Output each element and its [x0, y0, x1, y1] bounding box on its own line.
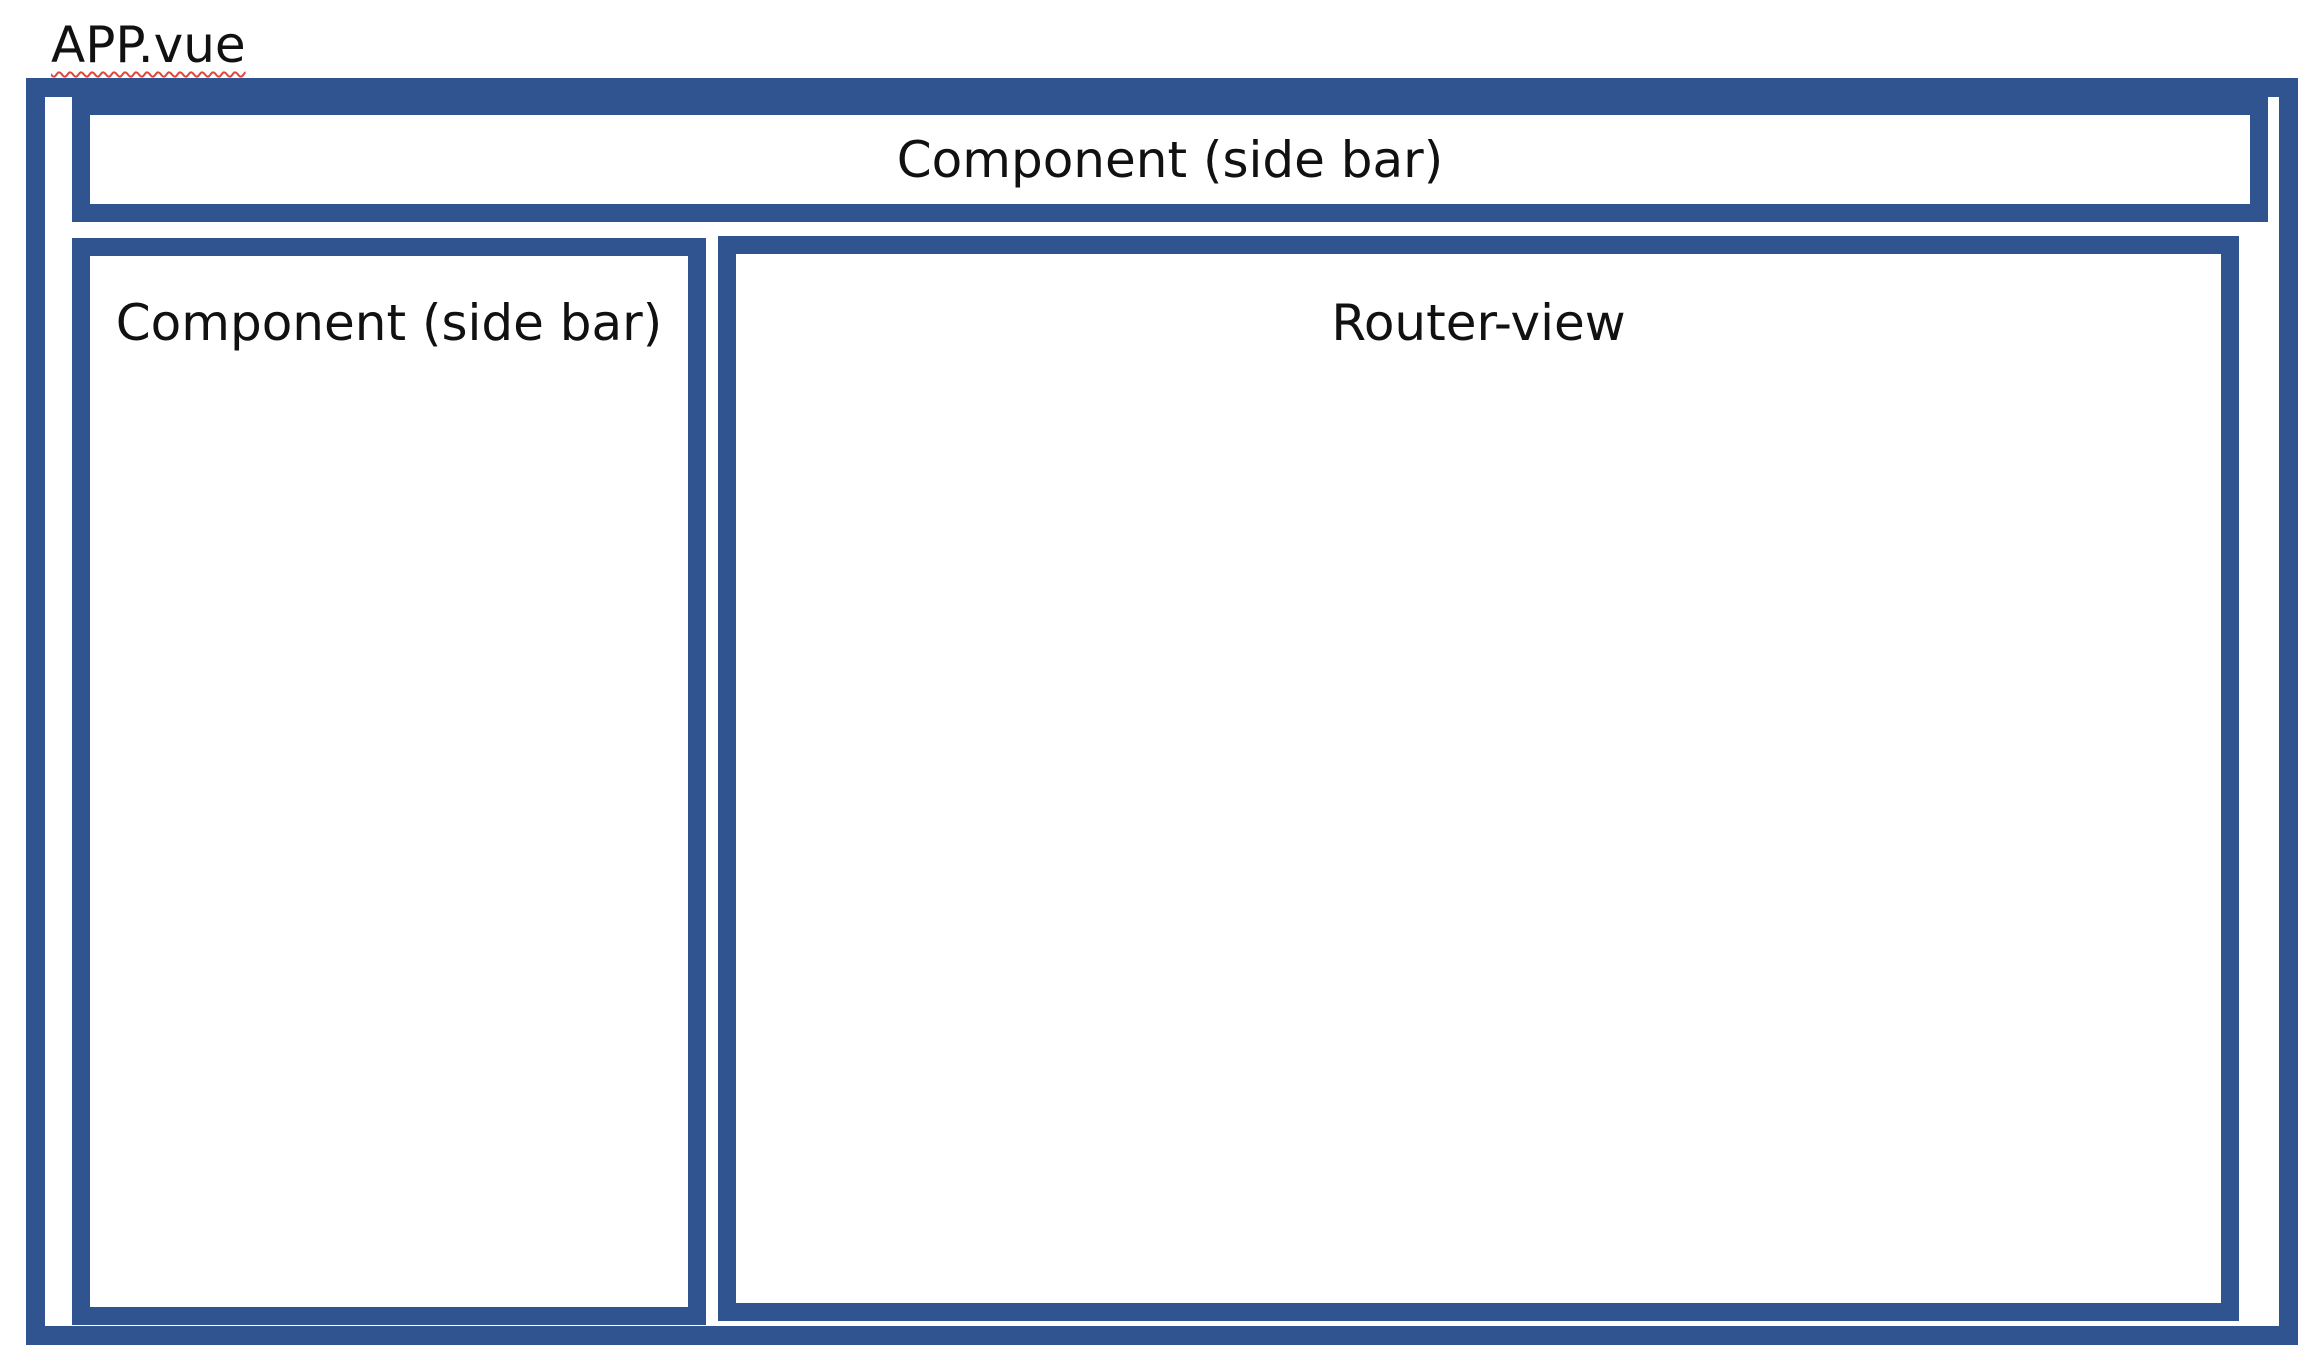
top-component-label: Component (side bar): [896, 131, 1444, 189]
top-component-box: Component (side bar): [72, 97, 2268, 222]
left-sidebar-component-label: Component (side bar): [115, 294, 663, 352]
router-view-box: Router-view: [718, 236, 2239, 1321]
left-sidebar-component-box: Component (side bar): [72, 238, 706, 1325]
router-view-label: Router-view: [1331, 294, 1626, 352]
app-vue-label: APP.vue: [51, 16, 246, 74]
